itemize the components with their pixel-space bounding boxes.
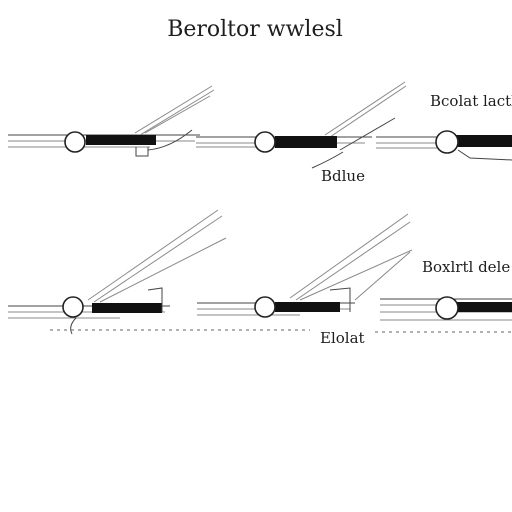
wiper-blade xyxy=(275,302,340,312)
pivot-joint xyxy=(254,131,276,153)
wiper-blade xyxy=(456,135,512,147)
pivot-joint xyxy=(254,296,276,318)
pivot-joint xyxy=(435,296,459,320)
pivot-joint xyxy=(62,296,84,318)
arm-bottom-right xyxy=(354,251,512,333)
label-top-right: Bcolat lactl xyxy=(430,92,512,110)
arm-top-middle xyxy=(196,81,407,169)
pivot-joint xyxy=(435,130,459,154)
arm-top-left xyxy=(8,85,215,157)
arm-top-right xyxy=(376,130,512,161)
diagram-title: Beroltor wwlesl xyxy=(167,17,343,42)
wiper-blade xyxy=(457,302,512,312)
arm-bottom-middle xyxy=(197,213,413,318)
wiper-blade xyxy=(92,303,162,313)
arm-bottom-left xyxy=(8,209,227,335)
label-bottom-right: Boxlrtl dele xyxy=(422,258,510,276)
wiper-blade xyxy=(86,135,156,145)
label-top-middle: Bdlue xyxy=(321,167,365,185)
pivot-joint xyxy=(64,131,86,153)
label-bottom-middle: Elolat xyxy=(320,329,365,347)
wiper-blade xyxy=(275,136,337,148)
